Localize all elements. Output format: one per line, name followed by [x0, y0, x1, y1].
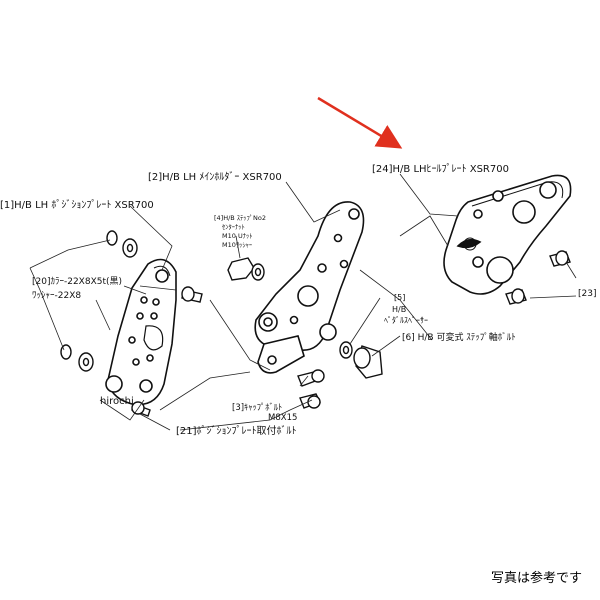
label-step-nut-4: M10ﾜｯｼｬｰ	[222, 241, 252, 249]
label-heel-plate: [24]H/B LHﾋｰﾙﾌﾟﾚｰﾄ XSR700	[372, 163, 509, 175]
main-holder	[254, 201, 365, 374]
reference-caption: 写真は参考です	[490, 571, 582, 586]
label-collar: [20]ｶﾗｰ-22X8X5t(黒)	[32, 276, 122, 287]
watermark-text: hirochi	[100, 396, 134, 407]
label-spacer-3: ﾍﾟﾀﾞﾙｽﾍﾟｰｻｰ	[384, 316, 428, 325]
label-spacer-2: H/B	[392, 305, 406, 314]
label-main-holder: [2]H/B LH ﾒｲﾝﾎﾙﾀﾞｰ XSR700	[148, 171, 282, 183]
label-spacer-1: [5]	[394, 293, 405, 302]
pointer-arrow	[317, 96, 403, 149]
label-cap-bolt-2: M8X15	[268, 413, 297, 423]
label-axle-bolt: [6] H/B 可変式 ｽﾃｯﾌﾟ軸ﾎﾞﾙﾄ	[402, 331, 516, 343]
leader-lines	[29, 173, 577, 431]
heel-plate	[443, 174, 572, 295]
label-position-plate: [1]H/B LH ﾎﾟｼﾞｼｮﾝﾌﾟﾚｰﾄ XSR700	[0, 199, 154, 211]
label-step-nut-3: M10 Uﾅｯﾄ	[222, 232, 252, 240]
label-bolt-23: [23]	[578, 289, 596, 299]
label-cap-bolt-1: [3]ｷｬｯﾌﾟﾎﾞﾙﾄ	[232, 403, 282, 413]
label-plate-bolt: [21]ﾎﾟｼﾞｼｮﾝﾌﾟﾚｰﾄ取付ﾎﾞﾙﾄ	[176, 424, 297, 437]
hardware	[60, 230, 571, 417]
part-labels: [24]H/B LHﾋｰﾙﾌﾟﾚｰﾄ XSR700 [2]H/B LH ﾒｲﾝﾎ…	[0, 163, 596, 437]
label-step-nut-1: [4]H/B ｽﾃｯﾌﾟNo2	[214, 214, 266, 222]
position-plate	[105, 258, 177, 406]
label-step-nut-2: ｾﾝﾀｰﾅｯﾄ	[222, 223, 245, 231]
label-washer: ﾜｯｼｬｰ-22X8	[32, 291, 81, 301]
